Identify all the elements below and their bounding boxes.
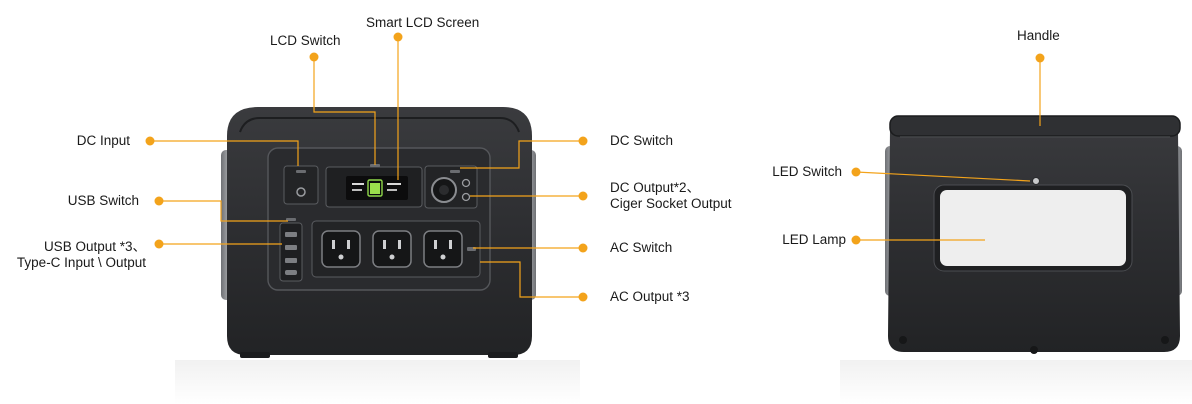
lcd-readout-left-2 (352, 189, 362, 191)
dot-ac-output (578, 292, 588, 302)
floor-shadow-front (175, 360, 580, 404)
ac-socket-2 (372, 230, 412, 268)
callout-dc-input: DC Input (30, 133, 130, 149)
label-ac-output: AC Output *3 (610, 289, 690, 304)
label-ac-switch: AC Switch (610, 240, 673, 255)
side-screw-left (899, 336, 907, 344)
callout-ac-switch: AC Switch (610, 240, 672, 256)
label-usb-switch: USB Switch (67, 193, 139, 208)
front-foot-right (488, 352, 518, 358)
callout-led-switch: LED Switch (740, 164, 842, 180)
callout-lcd-switch: LCD Switch (270, 33, 341, 49)
dot-usb-output (154, 239, 164, 249)
label-dc-switch: DC Switch (610, 133, 674, 148)
leader-usb-switch (159, 200, 288, 222)
cigar-socket-inner (439, 185, 449, 195)
dc-input-indicator (296, 170, 306, 173)
label-led-lamp: LED Lamp (782, 232, 846, 247)
lcd-readout-right-2 (387, 189, 397, 191)
label-dc-input: DC Input (76, 133, 130, 148)
ac-socket-1 (321, 230, 361, 268)
label-dc-output-line1: DC Output*2、 (610, 180, 701, 195)
dot-led-switch (851, 167, 861, 177)
label-usb-output-line2: Type-C Input \ Output (16, 255, 146, 270)
callout-usb-output: USB Output *3、 Type-C Input \ Output (0, 239, 146, 271)
led-switch-button (1032, 177, 1040, 185)
leader-dc-switch (460, 140, 583, 169)
power-station-front-icon (221, 107, 536, 358)
dot-usb-switch (154, 196, 164, 206)
dc-output-socket-2 (461, 192, 471, 202)
dot-ac-switch (578, 243, 588, 253)
label-usb-output-line1: USB Output *3、 (43, 239, 146, 254)
front-foot-left (240, 352, 270, 358)
callout-usb-switch: USB Switch (20, 193, 139, 209)
label-smart-lcd-screen: Smart LCD Screen (366, 15, 480, 30)
dot-lcd-switch (309, 52, 319, 62)
leader-ac-output (480, 261, 583, 298)
dot-dc-switch (578, 136, 588, 146)
dot-lcd-screen (393, 32, 403, 42)
dot-led-lamp (851, 235, 861, 245)
label-led-switch: LED Switch (772, 164, 842, 179)
label-handle: Handle (1017, 28, 1060, 43)
leader-led-switch (855, 171, 1031, 182)
callout-led-lamp: LED Lamp (740, 232, 846, 248)
callout-handle: Handle (1017, 28, 1060, 44)
label-dc-output-line2: Ciger Socket Output (610, 196, 732, 211)
side-screw-right (1161, 336, 1169, 344)
power-station-side-icon (885, 115, 1182, 354)
side-handle-lid (889, 115, 1181, 137)
led-lamp-panel (940, 190, 1126, 266)
dot-dc-output (578, 191, 588, 201)
callout-ac-output: AC Output *3 (610, 289, 690, 305)
dc-output-socket-1 (461, 178, 471, 188)
lcd-readout-right (387, 183, 401, 185)
dc-switch-button (450, 170, 460, 173)
lcd-battery-icon (367, 179, 383, 197)
callout-dots (145, 32, 1045, 302)
usb-port-column (279, 222, 303, 282)
dot-handle (1035, 53, 1045, 63)
floor-shadow-side (840, 360, 1192, 404)
side-screw-center (1030, 346, 1038, 354)
ac-socket-3 (423, 230, 463, 268)
usb-port-2 (285, 245, 297, 250)
dc-input-socket (296, 187, 306, 197)
usb-port-1 (285, 232, 297, 237)
leader-lcd-switch (313, 57, 376, 165)
usb-port-3 (285, 258, 297, 263)
dc-input-port (283, 165, 319, 205)
lcd-battery-fill (370, 183, 380, 194)
label-lcd-switch: LCD Switch (270, 33, 341, 48)
leader-dc-input (150, 140, 299, 166)
type-c-port (285, 270, 297, 275)
lcd-switch-button (370, 164, 380, 167)
callout-dc-switch: DC Switch (610, 133, 673, 149)
usb-switch-button (286, 218, 296, 221)
dot-dc-input (145, 136, 155, 146)
leader-lines (150, 37, 1041, 298)
lcd-readout-left (352, 183, 364, 185)
callout-dc-output: DC Output*2、 Ciger Socket Output (610, 180, 732, 212)
front-top-rim (239, 117, 520, 133)
callout-smart-lcd-screen: Smart LCD Screen (366, 15, 479, 31)
